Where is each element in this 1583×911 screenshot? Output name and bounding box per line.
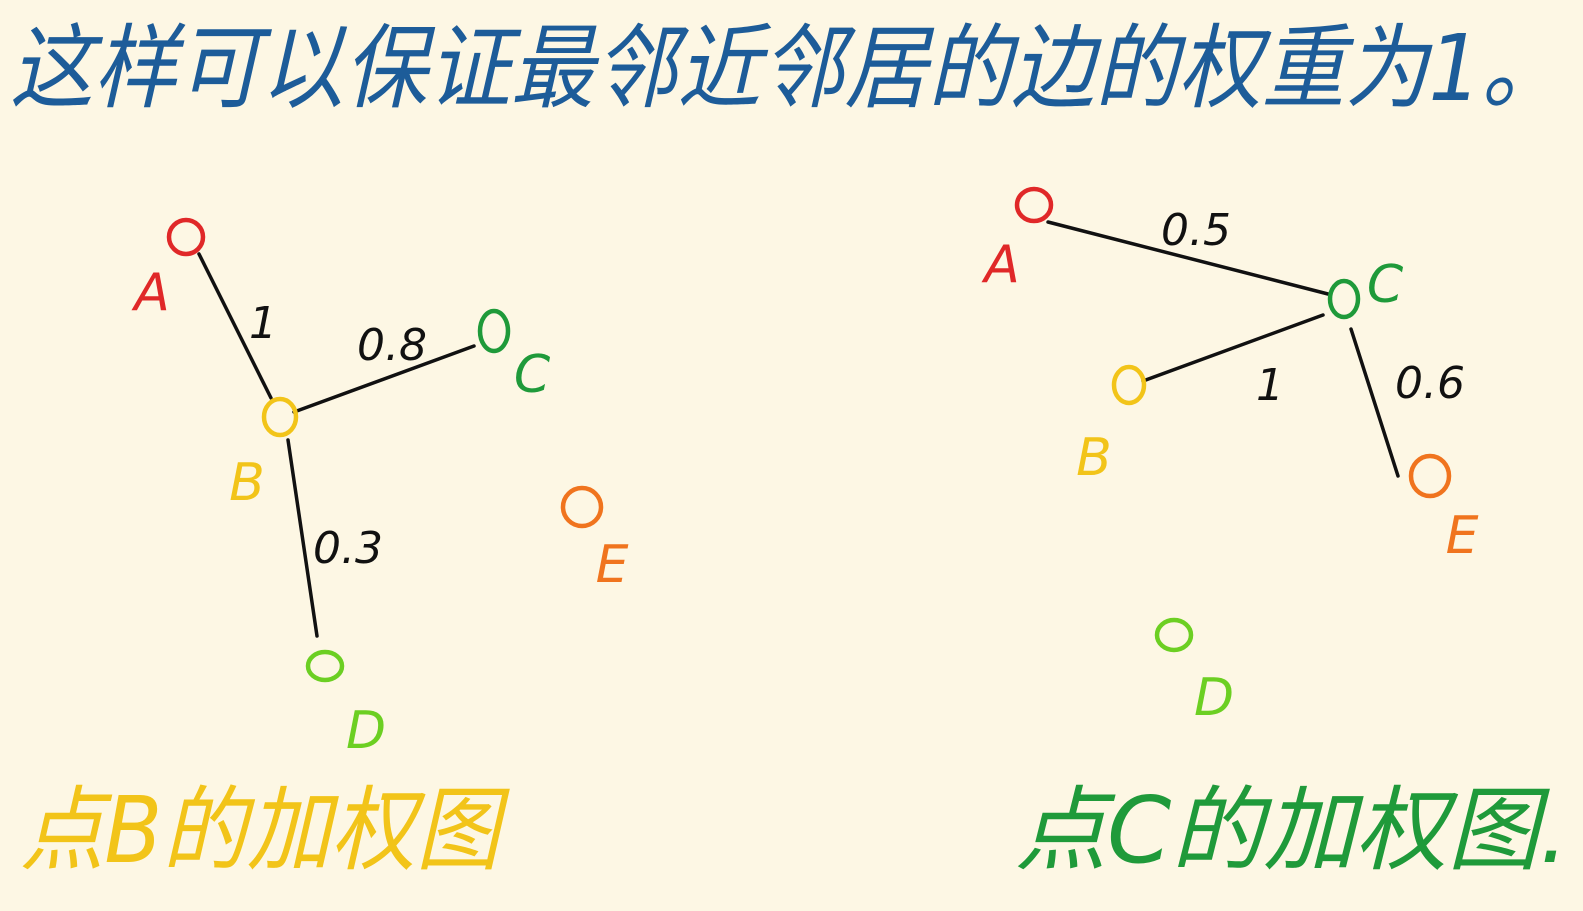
left-node-a: [166, 217, 206, 257]
right-edge-weight-a-c: 0.5: [1161, 205, 1231, 256]
right-node-label-b: B: [1076, 428, 1112, 488]
left-node-label-d: D: [346, 701, 386, 761]
right-edge-weight-b-c: 1: [1256, 360, 1284, 411]
right-edge-c-e: [1349, 327, 1400, 478]
left-node-label-c: C: [514, 345, 551, 405]
left-node-label-b: B: [229, 453, 265, 513]
right-edge-weight-c-e: 0.6: [1395, 358, 1465, 409]
right-node-label-a: A: [981, 235, 1020, 295]
left-node-c: [477, 308, 511, 354]
right-graph-caption: 点C的加权图.: [1015, 777, 1568, 884]
left-edge-b-d: [286, 438, 319, 638]
right-node-label-d: D: [1194, 668, 1234, 728]
left-edge-b-c: [292, 344, 476, 414]
left-node-b: [261, 396, 299, 438]
right-node-e: [1408, 453, 1452, 499]
page-heading: 这样可以保证最邻近邻居的边的权重为1。: [10, 15, 1565, 122]
left-edge-weight-b-d: 0.3: [313, 523, 383, 574]
left-node-e: [560, 485, 604, 529]
left-edge-a-b: [197, 252, 273, 400]
right-weighted-graph: 0.5 1 0.6 A B C D E: [981, 186, 1479, 728]
left-node-label-a: A: [131, 263, 170, 323]
right-edge-a-c: [1046, 220, 1330, 296]
right-node-label-c: C: [1367, 255, 1404, 315]
right-node-d: [1154, 617, 1194, 653]
left-graph-caption: 点B的加权图: [20, 777, 510, 884]
right-node-label-e: E: [1446, 506, 1479, 566]
right-node-b: [1111, 364, 1147, 406]
left-edge-weight-b-c: 0.8: [357, 320, 427, 371]
right-node-c: [1327, 278, 1361, 320]
left-node-d: [305, 649, 345, 683]
right-node-a: [1014, 186, 1054, 224]
left-node-label-e: E: [596, 535, 629, 595]
left-edge-weight-a-b: 1: [249, 298, 277, 349]
left-weighted-graph: 1 0.8 0.3 A B C D E: [131, 217, 629, 761]
right-edge-b-c: [1141, 313, 1325, 383]
